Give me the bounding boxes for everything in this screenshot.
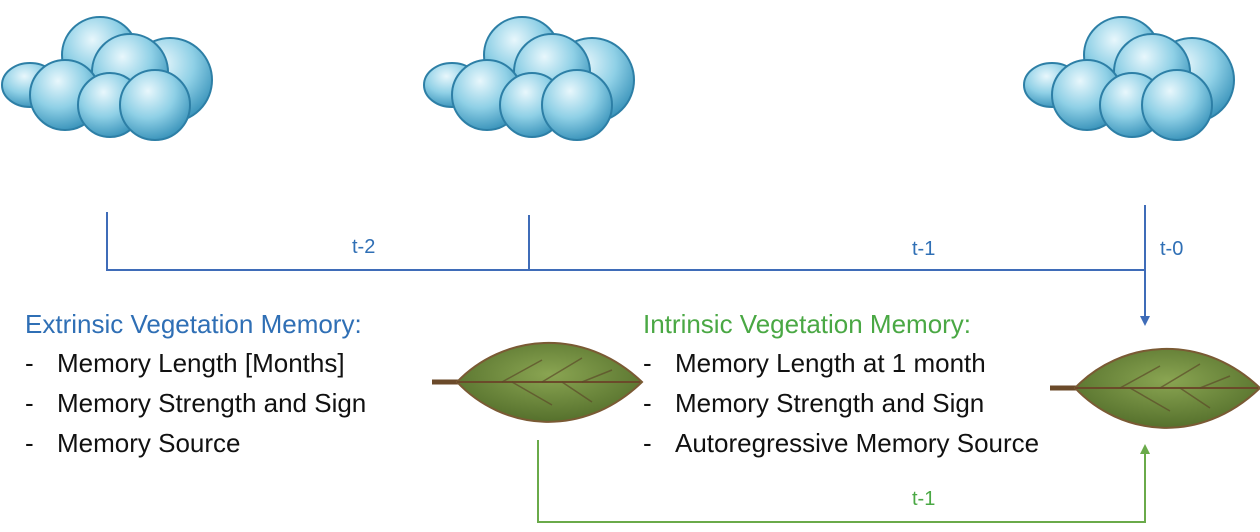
list-item: -Autoregressive Memory Source: [643, 428, 1040, 458]
list-item-text: Memory Strength and Sign: [57, 388, 367, 418]
list-item: -Memory Source: [25, 428, 241, 458]
extrinsic-timeline: [106, 205, 1146, 318]
extrinsic-arrowhead-icon: [1140, 316, 1150, 326]
rain-cloud-icon-t-1: [422, 15, 636, 217]
intrinsic-memory-title: Intrinsic Vegetation Memory:: [643, 309, 972, 339]
list-item-text: Autoregressive Memory Source: [675, 428, 1040, 458]
list-item-text: Memory Length at 1 month: [675, 348, 986, 378]
timeline-label-t-1: t-1: [912, 238, 936, 260]
list-item-text: Memory Source: [57, 428, 241, 458]
rain-cloud-icon-t-0: [1022, 15, 1236, 217]
leaf-icon-past: [432, 343, 642, 422]
intrinsic-memory-list: -Memory Length at 1 month -Memory Streng…: [643, 343, 1039, 463]
intrinsic-arrowhead-icon: [1140, 444, 1150, 454]
intrinsic-lag-label: t-1: [912, 488, 936, 510]
rain-cloud-icon-t-2: [0, 15, 214, 217]
list-item-text: Memory Strength and Sign: [675, 388, 985, 418]
timeline-label-t-2: t-2: [352, 236, 376, 258]
intrinsic-timeline-line: [537, 440, 1146, 523]
list-item: -Memory Length at 1 month: [643, 348, 986, 378]
list-item-text: Memory Length [Months]: [57, 348, 345, 378]
extrinsic-memory-title: Extrinsic Vegetation Memory:: [25, 309, 362, 339]
leaf-icon-current: [1050, 349, 1260, 428]
extrinsic-timeline-line: [106, 212, 1146, 318]
timeline-label-t-0: t-0: [1160, 238, 1184, 260]
extrinsic-memory-list: -Memory Length [Months] -Memory Strength…: [25, 343, 366, 463]
list-item: -Memory Length [Months]: [25, 348, 345, 378]
list-item: -Memory Strength and Sign: [643, 388, 985, 418]
list-item: -Memory Strength and Sign: [25, 388, 367, 418]
